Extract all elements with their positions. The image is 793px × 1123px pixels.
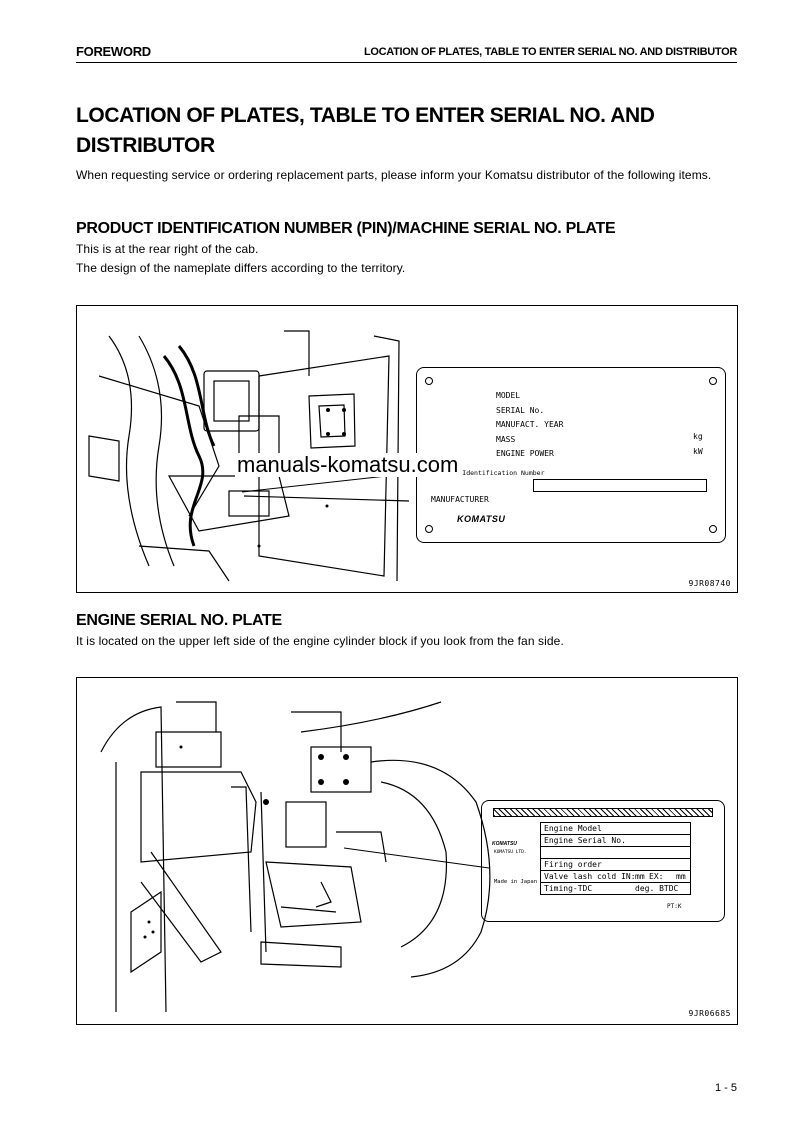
intro-paragraph: When requesting service or ordering repl… xyxy=(76,168,712,182)
header-section-label: FOREWORD xyxy=(76,44,151,59)
komatsu-ltd-label: KOMATSU LTD. xyxy=(494,850,527,855)
figure-pin-plate: MODEL SERIAL No. MANUFACT. YEAR MASS ENG… xyxy=(76,305,738,593)
engine-model-row: Engine Model xyxy=(540,822,691,834)
watermark-text: manuals-komatsu.com xyxy=(235,452,461,477)
plate-manufacturer-label: MANUFACTURER xyxy=(431,495,489,504)
section1-line-1: This is at the rear right of the cab. xyxy=(76,242,259,256)
screw-hole-icon xyxy=(709,525,717,533)
plate-power-unit: kW xyxy=(693,447,703,456)
plate-mass-label: MASS xyxy=(496,434,516,444)
screw-hole-icon xyxy=(709,377,717,385)
plate-pin-label: Product Identification Number xyxy=(431,469,545,477)
screw-hole-icon xyxy=(425,525,433,533)
page-number: 1 - 5 xyxy=(714,1082,737,1094)
engine-nameplate: KOMATSU KOMATSU LTD. Made in Japan Engin… xyxy=(481,800,725,922)
valve-in-unit: mm xyxy=(635,872,645,881)
section-heading-engine-plate: ENGINE SERIAL NO. PLATE xyxy=(76,612,282,629)
header-rule xyxy=(76,62,737,63)
figure-engine-plate: KOMATSU KOMATSU LTD. Made in Japan Engin… xyxy=(76,677,738,1025)
section1-line-2: The design of the nameplate differs acco… xyxy=(76,261,406,275)
leader-line-engine xyxy=(343,847,490,869)
page-title: LOCATION OF PLATES, TABLE TO ENTER SERIA… xyxy=(76,101,736,161)
timing-label: Timing-TDC xyxy=(544,884,593,893)
valve-lash-row: Valve lash cold IN: mm EX: mm xyxy=(540,870,691,882)
plate-power-label: ENGINE POWER xyxy=(496,449,554,458)
figure-code-1: 9JR08740 xyxy=(688,579,731,588)
plate-serial-label: SERIAL No. xyxy=(496,405,545,415)
timing-unit: deg. BTDC xyxy=(635,884,679,893)
komatsu-logo-small: KOMATSU xyxy=(492,841,517,847)
timing-row: Timing-TDC deg. BTDC xyxy=(540,882,691,895)
engine-drawing xyxy=(100,701,491,1012)
pt-label: PT:K xyxy=(667,903,682,910)
plate-model-label: MODEL xyxy=(496,391,521,400)
section-heading-pin-plate: PRODUCT IDENTIFICATION NUMBER (PIN)/MACH… xyxy=(76,220,616,237)
page-title-line-2: DISTRIBUTOR xyxy=(76,134,215,157)
header-chapter-title: LOCATION OF PLATES, TABLE TO ENTER SERIA… xyxy=(363,46,737,58)
made-in-label: Made in Japan xyxy=(494,879,538,885)
cab-rear-drawing xyxy=(88,330,410,582)
valve-ex-label: EX: xyxy=(649,872,664,881)
pin-nameplate: MODEL SERIAL No. MANUFACT. YEAR MASS ENG… xyxy=(416,367,726,543)
figure-code-2: 9JR06685 xyxy=(688,1009,731,1018)
valve-ex-unit: mm xyxy=(676,872,686,881)
plate-mass-unit: kg xyxy=(693,432,703,441)
plate-field-labels: MODEL SERIAL No. MANUFACT. YEAR MASS ENG… xyxy=(496,389,563,462)
engine-blank-row xyxy=(540,846,691,858)
section2-line-1: It is located on the upper left side of … xyxy=(76,634,564,648)
screw-hole-icon xyxy=(425,377,433,385)
plate-pin-box xyxy=(533,479,707,492)
page-title-line-1: LOCATION OF PLATES, TABLE TO ENTER SERIA… xyxy=(76,104,655,127)
plate-hatched-strip xyxy=(493,808,713,817)
komatsu-logo: KOMATSU xyxy=(457,514,506,524)
firing-order-row: Firing order xyxy=(540,858,691,870)
engine-serial-row: Engine Serial No. xyxy=(540,834,691,846)
valve-lash-label: Valve lash cold IN: xyxy=(544,872,636,881)
engine-plate-table: Engine Model Engine Serial No. Firing or… xyxy=(540,822,691,895)
plate-year-label: MANUFACT. YEAR xyxy=(496,420,564,429)
